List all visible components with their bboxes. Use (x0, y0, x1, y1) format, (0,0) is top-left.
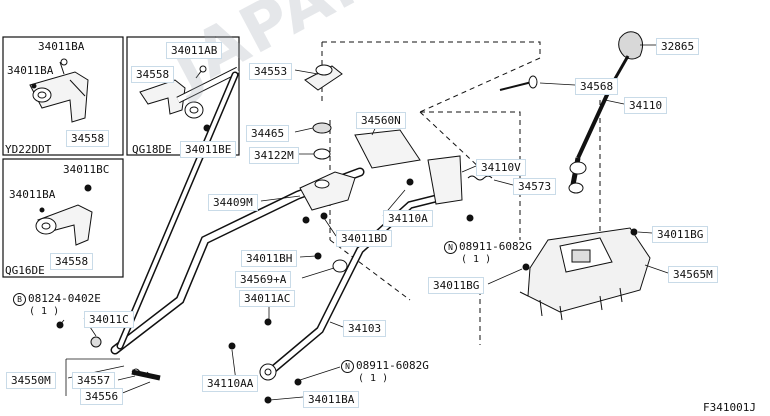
brackets-drawing (56, 64, 493, 404)
inset-qg16de-parts (35, 184, 93, 246)
label-qg16de-bracket: 34558 (50, 253, 94, 270)
label-qg18de-bolt: 34011AB (166, 42, 223, 59)
label-34557: 34557 (72, 372, 116, 389)
label-34011bg-mid: 34011BG (428, 277, 485, 294)
label-32865: 32865 (656, 38, 700, 55)
label-qg16de-engine: QG16DE (5, 264, 45, 277)
label-34569a: 34569+A (235, 271, 292, 288)
label-qg18de-nut: 34011BE (180, 141, 237, 158)
label-34110aa: 34110AA (202, 375, 259, 392)
label-34011ac: 34011AC (239, 290, 296, 307)
label-yd22ddt-bolt: 34011BA (38, 40, 85, 53)
label-yd22ddt-nut: 34011BA (7, 64, 54, 77)
label-34553: 34553 (249, 63, 293, 80)
label-34011ba-bottom: 34011BA (303, 391, 360, 408)
label-34568: 34568 (575, 78, 619, 95)
diagram-code: F341001J (703, 401, 756, 414)
label-34122m: 34122M (249, 147, 299, 164)
callout-bolt-1-qty: ( 1 ) (29, 306, 60, 317)
label-34565m: 34565M (668, 266, 718, 283)
bolt-symbol-1: B (13, 293, 26, 306)
label-34103: 34103 (343, 320, 387, 337)
label-qg16de-bolt: 34011BC (63, 163, 110, 176)
inset-frame-yd22ddt (2, 36, 124, 156)
label-yd22ddt-bracket: 34558 (66, 130, 110, 147)
label-34011bd: 34011BD (336, 230, 393, 247)
label-34011c: 34011C (84, 311, 134, 328)
dashed-outline (321, 41, 601, 345)
label-qg18de-bracket: 34558 (131, 66, 175, 83)
label-34550m: 34550M (6, 372, 56, 389)
label-34573: 34573 (513, 178, 557, 195)
label-34011bh: 34011BH (241, 250, 298, 267)
label-34556: 34556 (80, 388, 124, 405)
label-qg16de-nut: 34011BA (9, 188, 56, 201)
label-34011bg-top: 34011BG (652, 226, 709, 243)
callout-nut-2-qty: ( 1 ) (358, 373, 389, 384)
callout-nut-2-part: 08911-6082G (356, 359, 429, 372)
callout-nut-1-qty: ( 1 ) (461, 254, 492, 265)
label-34110v: 34110V (476, 159, 526, 176)
nut-symbol-2: N (341, 360, 354, 373)
label-qg18de-engine: QG18DE (132, 143, 172, 156)
label-34409m: 34409M (208, 194, 258, 211)
nut-symbol-1: N (444, 241, 457, 254)
label-yd22ddt-engine: YD22DDT (5, 143, 52, 156)
inset-qg18de-parts (139, 65, 240, 132)
inset-yd22ddt-parts (29, 58, 89, 123)
inset-frame-qg16de (2, 158, 124, 278)
label-34560n: 34560N (356, 112, 406, 129)
label-34110a: 34110A (383, 210, 433, 227)
callout-nut-1-part: 08911-6082G (459, 240, 532, 253)
label-34465: 34465 (246, 125, 290, 142)
callout-bolt-1-part: 08124-0402E (28, 292, 101, 305)
label-34110: 34110 (624, 97, 668, 114)
shift-boot-drawing (519, 227, 651, 321)
